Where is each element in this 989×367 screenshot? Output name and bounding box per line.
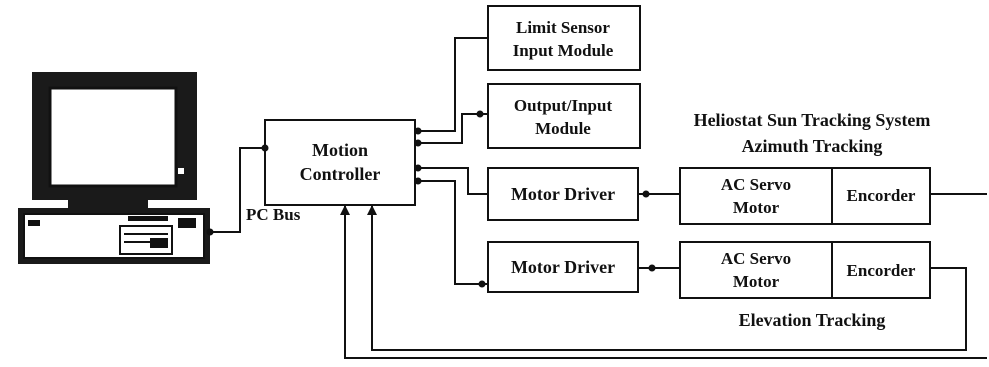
servo-motor-2-line1: AC Servo — [721, 249, 791, 268]
servo-motor-2-box — [679, 241, 833, 299]
limit-sensor-line2: Input Module — [513, 41, 614, 60]
limit-sensor-dot — [414, 127, 422, 135]
computer-icon — [18, 72, 210, 264]
encoder-2-feedback-line — [371, 205, 967, 351]
motor-driver-1-line — [415, 167, 488, 195]
elevation-label: Elevation Tracking — [739, 310, 886, 330]
limit-sensor-box — [487, 5, 641, 71]
limit-sensor-line1: Limit Sensor — [516, 18, 610, 37]
encoder-1-box — [831, 167, 931, 225]
pc-bus-label: PC Bus — [246, 205, 301, 224]
pc-bus-dot-right — [261, 144, 269, 152]
encoder-1-feedback-line — [344, 205, 987, 359]
encoder-2-label: Encorder — [847, 261, 916, 280]
pc-bus-line — [210, 147, 265, 233]
encoder-2-box — [831, 241, 931, 299]
motor-driver-1-box — [487, 167, 639, 221]
monitor-button — [178, 168, 184, 174]
motor-driver-2-label: Motor Driver — [511, 257, 615, 277]
motor-driver-2-line — [415, 180, 488, 285]
driver-servo-1-dot — [642, 190, 650, 198]
motor-driver-1-label: Motor Driver — [511, 184, 615, 204]
pc-bus-dot-left — [206, 228, 214, 236]
drive-light — [150, 238, 168, 248]
system-title: Heliostat Sun Tracking System — [694, 110, 931, 130]
output-input-dot-right — [476, 110, 484, 118]
monitor-screen — [48, 86, 178, 188]
encoder-1-label: Encorder — [847, 186, 916, 205]
output-input-line1: Output/Input — [514, 96, 613, 115]
motion-controller-line2: Controller — [300, 164, 381, 184]
motor-driver-2-dot-left — [414, 177, 422, 185]
servo-motor-1-line2: Motor — [733, 198, 780, 217]
output-input-line2: Module — [535, 119, 591, 138]
base-badge — [178, 218, 196, 228]
monitor-stand — [68, 200, 148, 208]
servo-motor-1-line1: AC Servo — [721, 175, 791, 194]
motor-driver-1-dot — [414, 164, 422, 172]
vent — [128, 216, 168, 221]
output-input-dot-left — [414, 139, 422, 147]
base-logo — [28, 220, 40, 226]
computer-base-face — [23, 213, 205, 259]
servo-motor-2-line2: Motor — [733, 272, 780, 291]
motion-controller-line1: Motion — [312, 140, 368, 160]
output-input-line — [415, 113, 488, 144]
limit-sensor-line — [415, 37, 488, 132]
motor-driver-2-dot-right — [478, 280, 486, 288]
feedback-arrow-1 — [340, 205, 350, 215]
feedback-arrow-2 — [367, 205, 377, 215]
output-input-box — [487, 83, 641, 149]
driver-servo-2-dot — [648, 264, 656, 272]
azimuth-label: Azimuth Tracking — [742, 136, 883, 156]
motion-controller-box — [264, 119, 416, 206]
